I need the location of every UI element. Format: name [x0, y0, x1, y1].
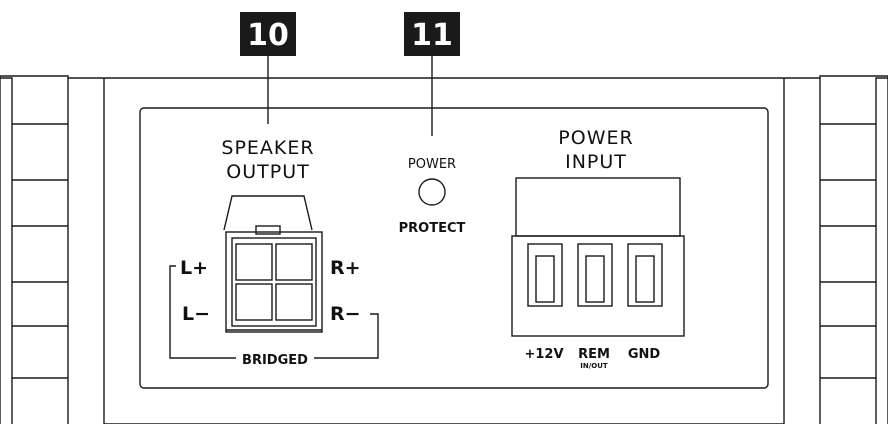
- callout-11: 11: [404, 12, 460, 56]
- led-label-protect: PROTECT: [399, 221, 466, 236]
- label-r-plus: R+: [330, 257, 361, 279]
- power-input-title-line1: POWER: [558, 127, 633, 149]
- speaker-connector[interactable]: [223, 195, 323, 333]
- label-r-minus: R−: [330, 303, 361, 325]
- left-heatsink: [0, 75, 105, 424]
- led-label-power: POWER: [408, 157, 456, 172]
- terminal-label-12v: +12V: [524, 347, 563, 362]
- front-panel: [139, 107, 769, 389]
- label-bridged: BRIDGED: [242, 353, 308, 368]
- pin-r-plus: [275, 243, 313, 281]
- speaker-output-title-line2: OUTPUT: [226, 161, 309, 183]
- power-terminal-block[interactable]: [511, 177, 685, 337]
- bridged-bracket: [169, 265, 379, 359]
- label-l-minus: L−: [182, 303, 210, 325]
- terminal-label-rem: REM: [578, 347, 610, 362]
- terminal-rem[interactable]: [577, 243, 613, 307]
- power-protect-led: [418, 178, 446, 206]
- pin-l-minus: [235, 283, 273, 321]
- power-input-title-line2: INPUT: [565, 151, 627, 173]
- label-l-plus: L+: [180, 257, 208, 279]
- terminal-label-gnd: GND: [628, 347, 661, 362]
- pin-l-plus: [235, 243, 273, 281]
- callout-10: 10: [240, 12, 296, 56]
- speaker-output-title-line1: SPEAKER: [221, 137, 314, 159]
- terminal-sublabel-rem: IN/OUT: [580, 362, 608, 370]
- terminal-gnd[interactable]: [627, 243, 663, 307]
- terminal-12v[interactable]: [527, 243, 563, 307]
- callout-11-number: 11: [411, 18, 453, 53]
- right-heatsink: [783, 75, 888, 424]
- pin-r-minus: [275, 283, 313, 321]
- callout-10-number: 10: [247, 18, 289, 53]
- chassis: [104, 77, 784, 424]
